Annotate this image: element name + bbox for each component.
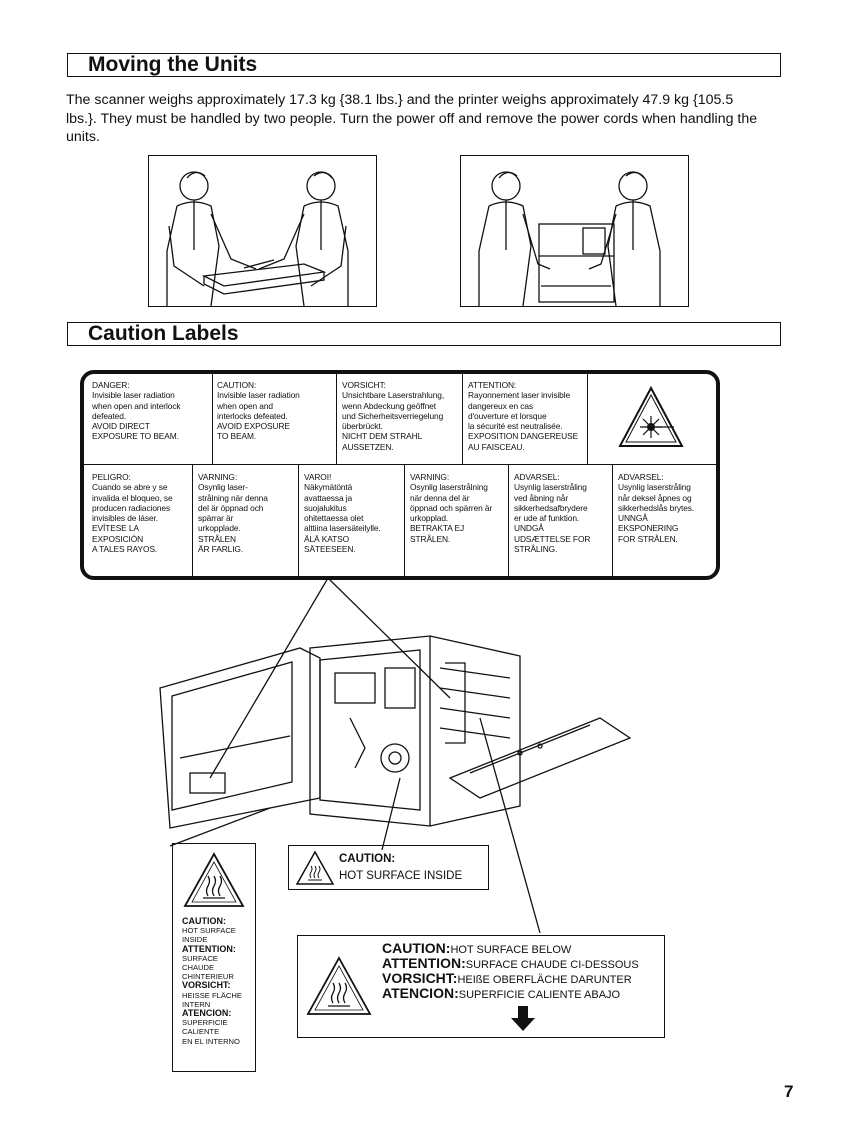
small-body-2: HEISSE FLÄCHE INTERN [182,990,242,1009]
illustration-carry-printer [460,155,689,307]
moving-instructions: The scanner weighs approximately 17.3 kg… [66,92,758,145]
label-cell-advarsel-2: ADVARSEL: Usynlig laserstråling når deks… [618,472,695,544]
label-cell-varoi: VAROI! Näkymätöntä avattaessa ja suojalu… [304,472,381,555]
small-body-0: HOT SURFACE INSIDE [182,926,236,945]
hot-surface-label-small: CAUTION: HOT SURFACE INSIDE ATTENTION: S… [172,843,256,1072]
label-cell-caution: CAUTION: Invisible laser radiation when … [217,380,300,442]
small-body-1: SURFACE CHAUDE CHINTERIEUR [182,953,234,982]
big-line-2: VORSICHT:HEIßE OBERFLÄCHE DARUNTER [382,971,632,987]
big-line-3: ATENCION:SUPERFICIE CALIENTE ABAJO [382,986,620,1002]
small-head-2: VORSICHT: [182,980,231,991]
big-body-1: SURFACE CHAUDE CI-DESSOUS [465,959,639,971]
laser-caution-label: DANGER: Invisible laser radiation when o… [80,370,720,580]
arrow-down-icon [511,1006,535,1031]
hot-surface-label-big: CAUTION:HOT SURFACE BELOW ATTENTION:SURF… [297,935,665,1038]
big-head-3: ATENCION: [382,985,459,1001]
label-cell-vorsicht: VORSICHT: Unsichtbare Laserstrahlung, we… [342,380,445,452]
label-cell-peligro: PELIGRO: Cuando se abre y se invalida el… [92,472,173,555]
label-cell-varning-2: VARNING: Osynlig laserstrålning när denn… [410,472,493,544]
laser-warning-icon [618,385,684,447]
illustration-carry-scanner [148,155,377,307]
hot-surface-warning-icon [183,852,245,907]
label-cell-attention: ATTENTION: Rayonnement laser invisible d… [468,380,579,452]
small-head-1: ATTENTION: [182,943,236,954]
hot-surface-warning-icon-big [306,956,372,1015]
big-head-0: CAUTION: [382,940,451,956]
big-body-0: HOT SURFACE BELOW [450,944,572,956]
label-cell-advarsel-1: ADVARSEL: Usynlig laserstråling ved åbni… [514,472,591,555]
section-title-moving: Moving the Units [67,53,781,77]
mid-head: CAUTION: [339,853,396,865]
big-body-3: SUPERFICIE CALIENTE ABAJO [458,989,621,1001]
big-head-2: VORSICHT: [382,970,458,986]
hot-surface-warning-icon-mid [295,850,335,885]
big-head-1: ATTENTION: [382,955,466,971]
small-head-3: ATENCION: [182,1008,232,1019]
big-line-1: ATTENTION:SURFACE CHAUDE CI-DESSOUS [382,956,639,972]
printer-open-illustration [159,578,632,934]
big-line-0: CAUTION:HOT SURFACE BELOW [382,941,571,957]
label-cell-varning-1: VARNING: Osynlig laser- strålning när de… [198,472,268,555]
hot-surface-small-text: CAUTION: HOT SURFACE INSIDE ATTENTION: S… [182,916,242,1046]
mid-body: HOT SURFACE INSIDE [339,870,463,882]
section-title-caution-labels: Caution Labels [67,322,781,346]
big-body-2: HEIßE OBERFLÄCHE DARUNTER [457,974,632,986]
hot-surface-label-mid: CAUTION: HOT SURFACE INSIDE [288,845,489,890]
small-head-0: CAUTION: [182,916,226,926]
label-cell-danger: DANGER: Invisible laser radiation when o… [92,380,181,442]
small-body-3: SUPERFICIE CALIENTE EN EL INTERNO [182,1018,240,1046]
page-number: 7 [784,1082,794,1101]
